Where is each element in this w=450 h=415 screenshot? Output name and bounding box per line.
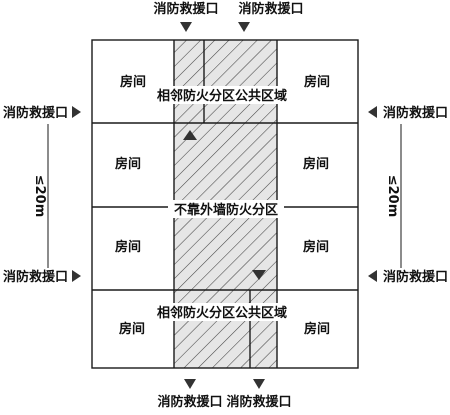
rescue-opening-label-right-upper: 消防救援口 <box>383 105 448 121</box>
non-exterior-wall-zone-label: 不靠外墙防火分区 <box>174 202 278 218</box>
label-backing <box>168 200 284 218</box>
room-label: 房间 <box>304 74 330 90</box>
adjacent-public-area-label-bottom: 相邻防火分区公共区域 <box>157 305 287 321</box>
rescue-opening-marker-right-upper <box>368 106 377 118</box>
adjacent-public-area-label-top: 相邻防火分区公共区域 <box>157 88 287 104</box>
rescue-opening-label-top-right: 消防救援口 <box>238 1 303 17</box>
room-label: 房间 <box>303 239 329 255</box>
room-label: 房间 <box>120 74 146 90</box>
rescue-opening-marker-left-upper <box>72 106 81 118</box>
distance-label-left: ≤20m <box>32 175 47 218</box>
rescue-opening-marker-bottom-left <box>184 379 196 389</box>
room-label: 房间 <box>303 156 329 172</box>
room-label: 房间 <box>119 321 145 337</box>
label-backing <box>146 86 298 104</box>
rescue-opening-marker-top-right <box>238 22 250 32</box>
rescue-opening-label-bottom-left: 消防救援口 <box>157 394 222 410</box>
corridor-marker-down <box>252 270 266 280</box>
corridor-marker-up <box>183 130 197 140</box>
room-label: 房间 <box>115 156 141 172</box>
label-backing <box>146 303 298 321</box>
rescue-opening-marker-top-left <box>180 22 192 32</box>
rescue-opening-marker-bottom-right <box>253 379 265 389</box>
rescue-opening-marker-left-lower <box>72 270 81 282</box>
rescue-opening-label-top-left: 消防救援口 <box>153 1 218 17</box>
building-outline <box>91 39 359 369</box>
rescue-opening-marker-right-lower <box>368 270 377 282</box>
rescue-opening-label-right-lower: 消防救援口 <box>383 269 448 285</box>
rescue-opening-label-left-upper: 消防救援口 <box>3 105 68 121</box>
distance-label-right: ≤20m <box>385 175 400 218</box>
room-label: 房间 <box>115 239 141 255</box>
room-label: 房间 <box>304 321 330 337</box>
rescue-opening-label-bottom-right: 消防救援口 <box>226 394 291 410</box>
rescue-opening-label-left-lower: 消防救援口 <box>3 269 68 285</box>
